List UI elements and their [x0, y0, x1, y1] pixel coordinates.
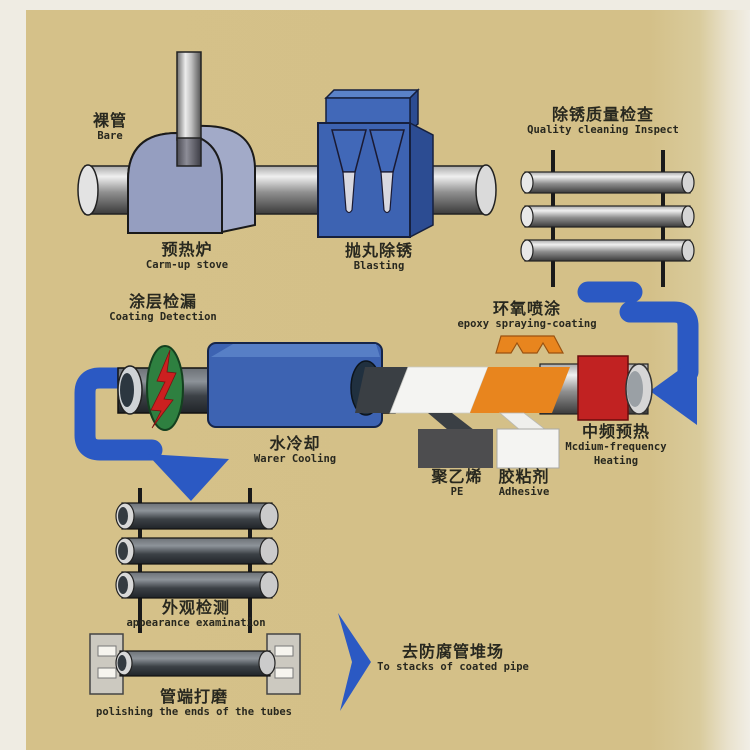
- pe-material-block: [418, 429, 493, 468]
- label-quality-zh: 除锈质量检查: [551, 105, 654, 124]
- end-polishing-station: [89, 633, 301, 695]
- label-heating-en: Mcdium-frequency Heating: [565, 441, 667, 467]
- coated-pipe: [119, 650, 271, 677]
- label-adhesive-zh: 胶粘剂: [498, 467, 550, 486]
- coated-pipe-layers: [355, 355, 653, 421]
- label-bare-en: Bare: [97, 130, 123, 143]
- label-pe-en: PE: [450, 486, 464, 499]
- label-quality-en: Quality cleaning Inspect: [527, 124, 679, 137]
- label-adhesive-en: Adhesive: [498, 486, 550, 499]
- label-detection-zh: 涂层检漏: [128, 292, 197, 311]
- label-appearance-en: appearance examination: [126, 617, 266, 630]
- label-detection-en: Coating Detection: [109, 311, 217, 324]
- label-coating-detection: 涂层检漏 Coating Detection: [109, 292, 217, 325]
- label-blasting-en: Blasting: [353, 260, 405, 273]
- blasting-machine: [317, 88, 434, 239]
- coated-pipe: [115, 571, 279, 599]
- material-feeds: [418, 412, 560, 469]
- adhesive-material-block: [496, 428, 560, 469]
- label-heating-zh: 中频预热: [581, 422, 650, 441]
- label-mf-heating: 中频预热 Mcdium-frequency Heating: [552, 422, 680, 468]
- rack-pipe: [520, 239, 695, 262]
- label-end-polishing: 管端打磨 polishing the ends of the tubes: [96, 687, 292, 720]
- lightning-bolt-icon: [150, 349, 177, 429]
- label-epoxy-spraying: 环氧喷涂 epoxy spraying-coating: [457, 299, 597, 332]
- label-appearance-exam: 外观检测 appearance examination: [126, 598, 266, 631]
- quality-inspect-rack: [520, 150, 695, 287]
- label-stacks-en: To stacks of coated pipe: [377, 661, 529, 674]
- label-warmup-en: Carm-up stove: [145, 259, 229, 272]
- label-epoxy-en: epoxy spraying-coating: [457, 318, 597, 331]
- coating-detector: [146, 345, 184, 431]
- coated-pipe: [115, 537, 279, 565]
- label-blasting-zh: 抛丸除锈: [344, 241, 414, 260]
- label-blasting: 抛丸除锈 Blasting: [344, 241, 414, 274]
- pipe-end-cap: [77, 164, 99, 216]
- label-pe-zh: 聚乙烯: [431, 467, 483, 486]
- label-appearance-zh: 外观检测: [161, 598, 231, 617]
- label-cooling-zh: 水冷却: [269, 434, 321, 453]
- blasting-funnels: [331, 129, 405, 214]
- warmup-stove: [127, 51, 256, 235]
- label-quality-inspect: 除锈质量检查 Quality cleaning Inspect: [527, 105, 679, 138]
- label-cooling-en: Warer Cooling: [253, 453, 337, 466]
- water-cooling-box: [207, 342, 383, 428]
- label-polishing-zh: 管端打磨: [159, 687, 228, 706]
- coated-pipe: [115, 502, 279, 530]
- label-warmup-stove: 预热炉 Carm-up stove: [145, 240, 229, 273]
- flow-arrow-to-stacks: [338, 613, 371, 711]
- label-stacks-zh: 去防腐管堆场: [401, 642, 504, 661]
- label-polyethylene: 聚乙烯 PE: [431, 467, 483, 500]
- label-bare: 裸管 Bare: [92, 111, 128, 144]
- pipe-end-cap: [475, 164, 497, 216]
- label-bare-zh: 裸管: [92, 111, 128, 130]
- label-polishing-en: polishing the ends of the tubes: [96, 706, 292, 719]
- rack-pipe: [520, 171, 695, 194]
- stove-chimney: [176, 51, 202, 141]
- label-to-stacks: 去防腐管堆场 To stacks of coated pipe: [377, 642, 529, 675]
- label-adhesive: 胶粘剂 Adhesive: [498, 467, 550, 500]
- label-water-cooling: 水冷却 Warer Cooling: [253, 434, 337, 467]
- epoxy-layer-band: [470, 367, 570, 413]
- epoxy-nozzle: [495, 335, 564, 354]
- induction-heater-block: [577, 355, 629, 421]
- rack-pipe: [520, 205, 695, 228]
- label-epoxy-zh: 环氧喷涂: [492, 299, 562, 318]
- flow-arrow-left: [74, 367, 229, 501]
- flow-arrow-right: [577, 281, 699, 425]
- label-warmup-zh: 预热炉: [161, 240, 213, 259]
- appearance-exam-rack: [115, 488, 279, 633]
